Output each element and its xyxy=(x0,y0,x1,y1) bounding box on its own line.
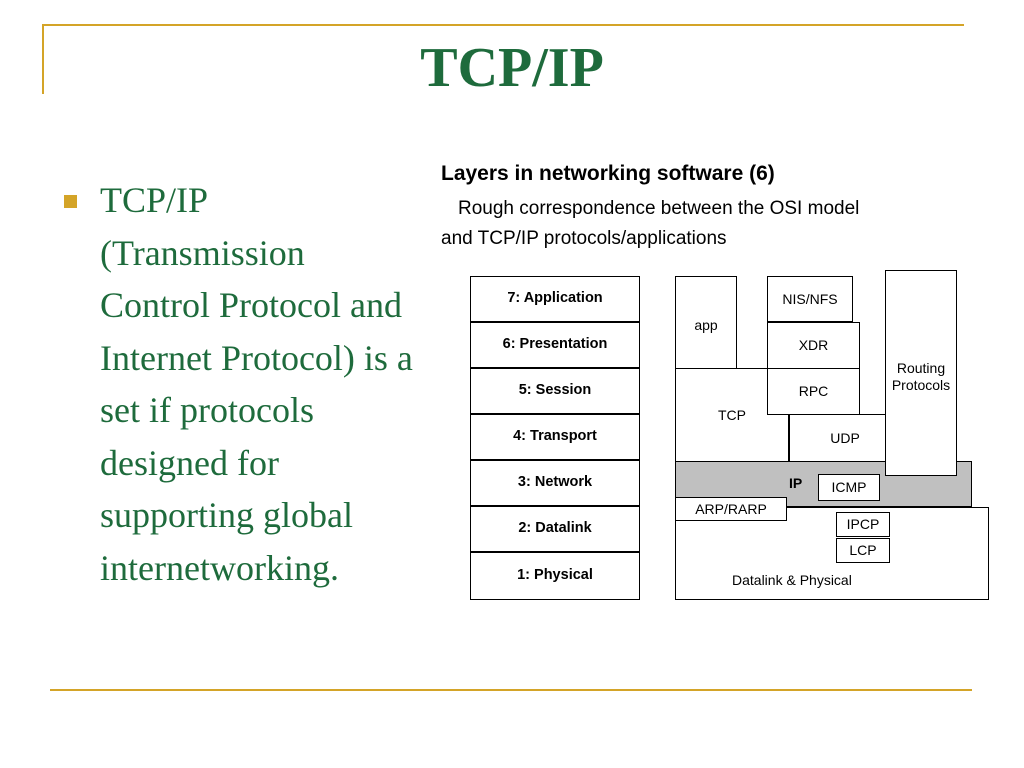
ip-label: IP xyxy=(789,475,803,491)
osi-layer-transport: 4: Transport xyxy=(470,414,640,460)
arp-rarp-box: ARP/RARP xyxy=(675,497,787,521)
osi-layer-network: 3: Network xyxy=(470,460,640,506)
osi-layer-physical: 1: Physical xyxy=(470,552,640,600)
diagram-subtitle-line-1: Rough correspondence between the OSI mod… xyxy=(458,198,860,219)
rpc-box: RPC xyxy=(767,368,860,415)
osi-layer-presentation: 6: Presentation xyxy=(470,322,640,368)
bullet-square-icon xyxy=(64,195,77,208)
osi-layer-application: 7: Application xyxy=(470,276,640,322)
ipcp-box: IPCP xyxy=(836,512,890,537)
xdr-box: XDR xyxy=(767,322,860,369)
top-rule xyxy=(42,24,964,26)
routing-protocols-box: Routing Protocols xyxy=(885,270,957,476)
left-rule xyxy=(42,24,44,94)
icmp-box: ICMP xyxy=(818,474,880,501)
slide-title: TCP/IP xyxy=(420,37,604,99)
bullet-text: TCP/IP (Transmission Control Protocol an… xyxy=(100,180,413,588)
bottom-rule xyxy=(50,689,972,691)
datalink-physical-box xyxy=(675,507,989,600)
diagram-subtitle-line-2: and TCP/IP protocols/applications xyxy=(441,228,727,249)
lcp-box: LCP xyxy=(836,538,890,563)
nis-nfs-box: NIS/NFS xyxy=(767,276,853,322)
datalink-physical-label: Datalink & Physical xyxy=(732,572,852,588)
osi-model-stack: 7: Application 6: Presentation 5: Sessio… xyxy=(470,276,640,600)
osi-layer-session: 5: Session xyxy=(470,368,640,414)
udp-box: UDP xyxy=(789,414,901,462)
osi-layer-datalink: 2: Datalink xyxy=(470,506,640,552)
diagram-title: Layers in networking software (6) xyxy=(441,162,775,185)
app-box: app xyxy=(675,276,737,369)
